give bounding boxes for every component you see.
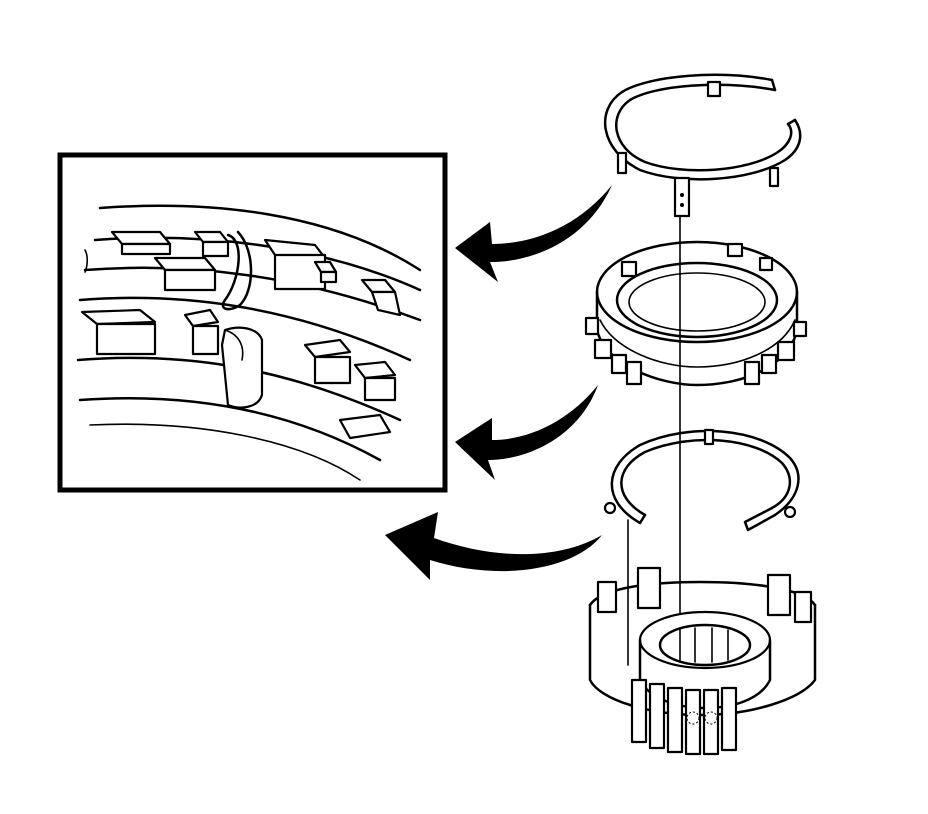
ring-tab — [193, 230, 230, 258]
gear-hub — [588, 566, 817, 756]
ring-tab — [303, 338, 352, 385]
synchronizer-ring — [584, 240, 808, 387]
arrow-upper — [455, 185, 612, 282]
spring-ring-hook — [221, 230, 253, 311]
ring-tab — [183, 308, 220, 356]
spring-ring-band — [220, 326, 264, 409]
ring-tab — [360, 278, 402, 317]
upper-spring-ring — [604, 73, 802, 218]
lower-spring-ring — [603, 428, 800, 532]
arrow-middle — [455, 385, 598, 480]
ring-tab — [353, 360, 397, 402]
arrow-lower — [385, 512, 602, 580]
detail-ring-closeup — [76, 204, 422, 481]
gear-teeth — [630, 678, 738, 756]
ring-tab — [263, 238, 338, 291]
ring-tab — [110, 230, 172, 256]
detail-inset — [57, 152, 448, 493]
ring-tab — [80, 308, 157, 356]
ring-tab — [153, 256, 217, 292]
